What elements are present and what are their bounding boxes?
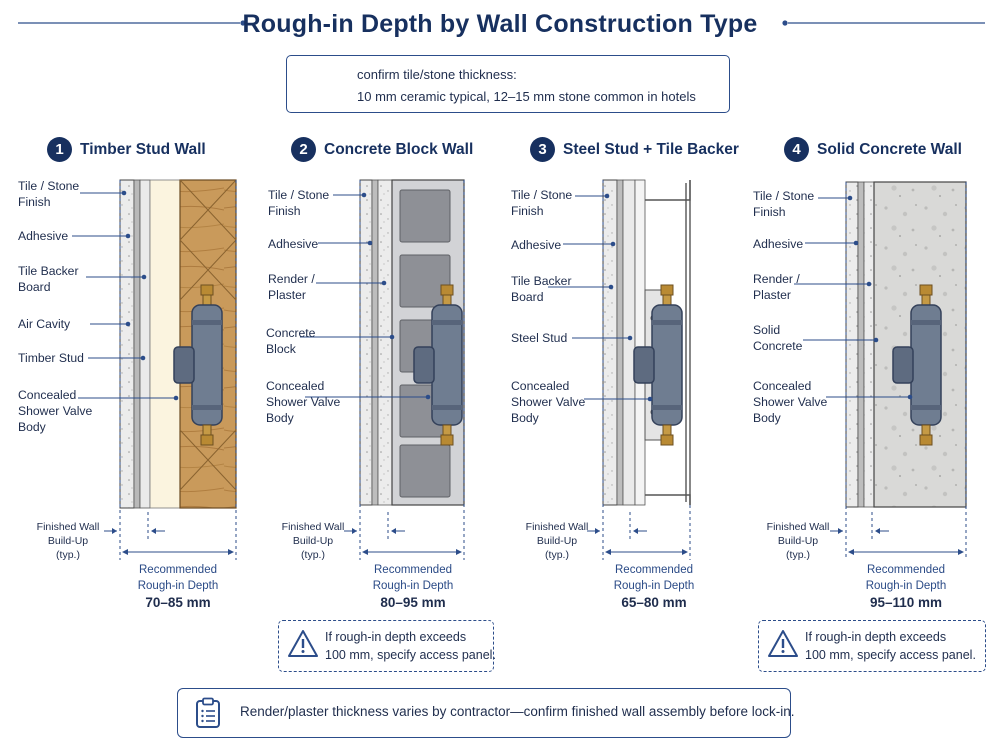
panel-3-number-badge: 3: [530, 137, 555, 162]
panel-4-label-valve: Concealed Shower Valve Body: [753, 379, 828, 425]
warning-2-text: If rough-in depth exceeds 100 mm, specif…: [805, 630, 976, 662]
title-rule: [18, 20, 985, 26]
warning-icon: [768, 630, 798, 657]
steel-stud-wall-section: [548, 179, 691, 560]
panel-4-label-finish: Tile / Stone Finish: [753, 189, 815, 219]
warning-icon: [288, 630, 318, 657]
panel-2-label-adhesive: Adhesive: [268, 237, 319, 251]
panel-3-label-finish: Tile / Stone Finish: [511, 188, 573, 218]
panel-1-recommended-label: Recommended Rough-in Depth: [137, 564, 219, 592]
clipboard-icon: [196, 697, 220, 728]
panel-3-recommended-label: Recommended Rough-in Depth: [613, 564, 695, 592]
panel-3-finished-wall-label: Finished Wall Build-Up (typ.): [525, 521, 589, 561]
solid-concrete-wall-section: [794, 181, 967, 560]
panel-4-finished-wall-label: Finished Wall Build-Up (typ.): [766, 521, 830, 561]
panel-1-label-finish: Tile / Stone Finish: [18, 179, 80, 209]
panel-2-label-finish: Tile / Stone Finish: [268, 188, 330, 218]
panel-4-recommended-label: Recommended Rough-in Depth: [865, 564, 947, 592]
panel-1-heading: 1 Timber Stud Wall: [47, 137, 206, 162]
panel-2-recommended: Recommended Rough-in Depth 80–95 mm: [353, 562, 473, 611]
panel-2-recommended-label: Recommended Rough-in Depth: [372, 564, 454, 592]
panel-3-label-backer: Tile Backer Board: [511, 274, 572, 304]
panel-4-number-badge: 4: [784, 137, 809, 162]
panel-1-label-valve: Concealed Shower Valve Body: [18, 388, 93, 434]
panel-4-label-concrete: Solid Concrete: [753, 323, 803, 353]
access-panel-warning-2: If rough-in depth exceeds 100 mm, specif…: [758, 620, 986, 672]
panel-3-title: Steel Stud + Tile Backer: [563, 140, 739, 158]
panel-2-heading: 2 Concrete Block Wall: [291, 137, 473, 162]
panel-1-depth-range: 70–85 mm: [145, 595, 211, 610]
footer-note: Render/plaster thickness varies by contr…: [177, 688, 795, 738]
panel-1-finished-wall-label: Finished Wall Build-Up (typ.): [36, 521, 100, 561]
panel-2-number-badge: 2: [291, 137, 316, 162]
panel-1-recommended: Recommended Rough-in Depth 70–85 mm: [118, 562, 238, 611]
panel-4-label-render: Render / Plaster: [753, 272, 800, 302]
panel-4-depth-range: 95–110 mm: [869, 595, 943, 610]
panel-2-label-valve: Concealed Shower Valve Body: [266, 379, 341, 425]
panel-1-label-backer: Tile Backer Board: [18, 264, 79, 294]
page-title: Rough-in Depth by Wall Construction Type: [242, 10, 758, 38]
footer-text: Render/plaster thickness varies by contr…: [240, 704, 795, 719]
panel-1-label-adhesive: Adhesive: [18, 229, 69, 243]
note-line-2: 10 mm ceramic typical, 12–15 mm stone co…: [357, 89, 696, 104]
panel-2-title: Concrete Block Wall: [324, 140, 474, 158]
panel-4-recommended: Recommended Rough-in Depth 95–110 mm: [846, 562, 966, 611]
panel-3-recommended: Recommended Rough-in Depth 65–80 mm: [594, 562, 714, 611]
panel-1-label-cavity: Air Cavity: [18, 317, 71, 331]
panel-1-number-badge: 1: [47, 137, 72, 162]
panel-2-label-block: Concrete Block: [266, 326, 316, 356]
header: Rough-in Depth by Wall Construction Type: [0, 6, 1000, 46]
panel-3-depth-range: 65–80 mm: [621, 595, 687, 610]
panel-2-label-render: Render / Plaster: [268, 272, 315, 302]
panel-1-label-stud: Timber Stud: [18, 351, 84, 365]
concrete-block-wall-section: [300, 179, 465, 560]
panel-4-heading: 4 Solid Concrete Wall: [784, 137, 962, 162]
timber-stud-wall-section: [72, 179, 237, 560]
panel-3-label-stud: Steel Stud: [511, 331, 568, 345]
panel-2-depth-range: 80–95 mm: [380, 595, 446, 610]
panel-3-label-valve: Concealed Shower Valve Body: [511, 379, 586, 425]
panel-2-finished-wall-label: Finished Wall Build-Up (typ.): [281, 521, 345, 561]
panel-3-heading: 3 Steel Stud + Tile Backer: [530, 137, 739, 162]
tile-thickness-note: confirm tile/stone thickness: 10 mm cera…: [286, 55, 730, 113]
panel-4-label-adhesive: Adhesive: [753, 237, 804, 251]
access-panel-warning-1: If rough-in depth exceeds 100 mm, specif…: [278, 620, 496, 672]
warning-1-text: If rough-in depth exceeds 100 mm, specif…: [325, 630, 496, 662]
panel-4-title: Solid Concrete Wall: [817, 140, 962, 158]
note-line-1: confirm tile/stone thickness:: [357, 67, 517, 82]
panel-1-title: Timber Stud Wall: [80, 140, 206, 158]
panel-3-label-adhesive: Adhesive: [511, 238, 562, 252]
